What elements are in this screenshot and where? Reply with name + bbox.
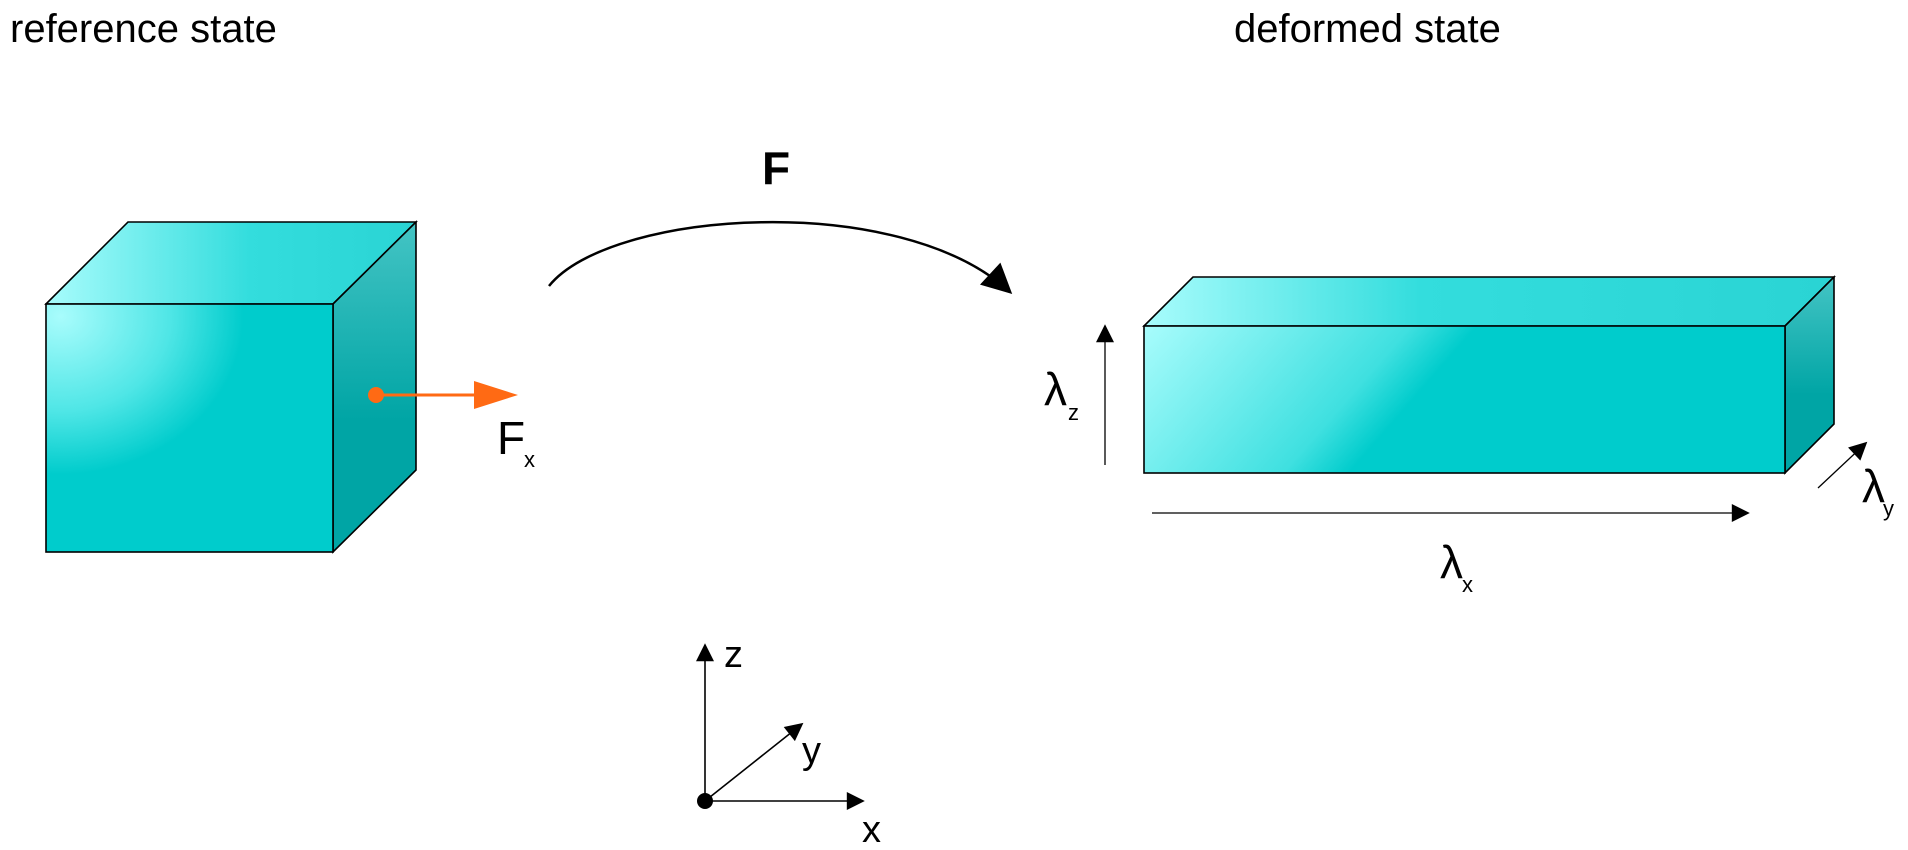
reference-state-title: reference state	[10, 7, 277, 51]
origin-point	[697, 793, 713, 809]
force-arrow-head	[474, 381, 518, 409]
cube-front-face	[45, 303, 334, 553]
y-axis-label: y	[802, 730, 821, 772]
mapping-arc	[548, 221, 1013, 295]
stretch-y-label: λ	[1862, 460, 1885, 512]
coordinate-system: z y x	[696, 634, 881, 850]
deformed-bar	[1142, 275, 1836, 475]
x-axis-label: x	[862, 809, 881, 850]
y-axis	[704, 722, 804, 802]
force-label: F	[497, 412, 525, 464]
mapping-label: F	[762, 142, 790, 194]
stretch-y-arrow	[1817, 441, 1868, 489]
stretch-y-subscript: y	[1883, 496, 1894, 521]
stretch-x-subscript: x	[1462, 572, 1473, 597]
bar-top-face	[1142, 276, 1836, 327]
force-label-subscript: x	[524, 447, 535, 472]
bar-front-face	[1143, 325, 1786, 474]
force-arrow	[368, 381, 518, 409]
z-axis-label: z	[724, 634, 743, 676]
deformed-state-title: deformed state	[1234, 7, 1501, 51]
reference-cube	[44, 220, 418, 554]
stretch-z-subscript: z	[1068, 400, 1079, 425]
stretch-z-label: λ	[1044, 363, 1067, 415]
stretch-x-label: λ	[1440, 536, 1463, 588]
